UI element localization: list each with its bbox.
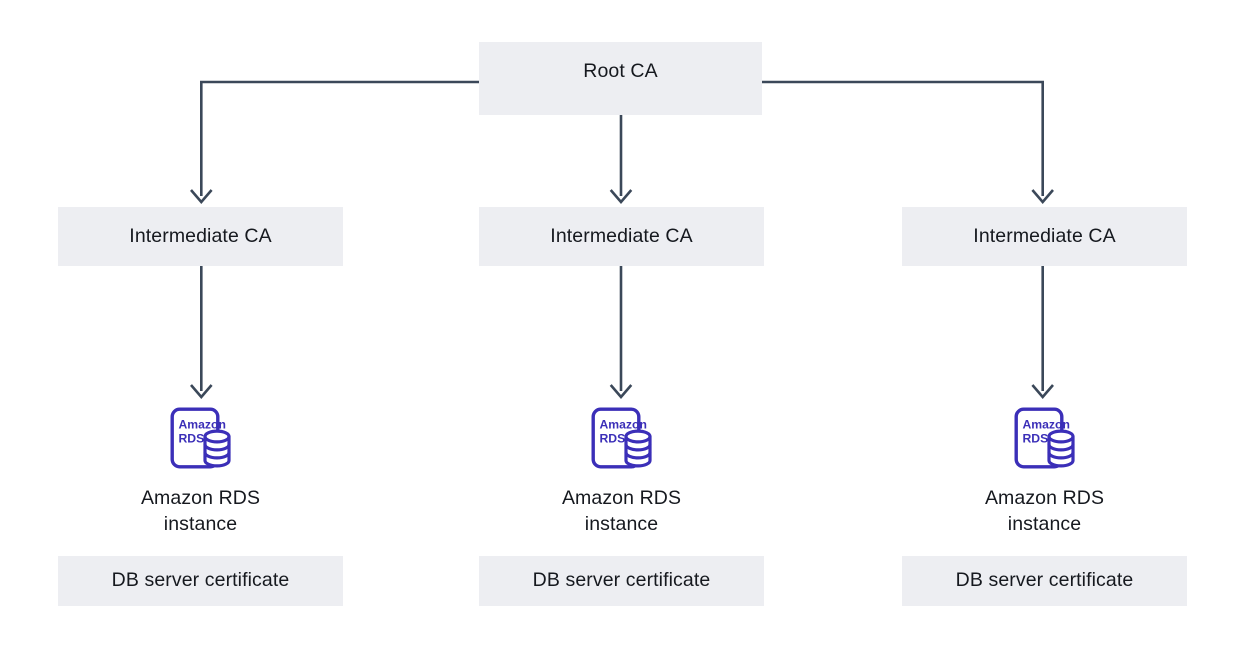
arrowhead-to-inter3 bbox=[1031, 189, 1054, 204]
rds-caption-line-2: instance bbox=[163, 512, 238, 535]
intermediate-ca-label: Intermediate CA bbox=[550, 224, 693, 247]
node-db-server-certificate-1[interactable]: DB server certificate bbox=[58, 556, 343, 606]
db-server-certificate-label: DB server certificate bbox=[532, 569, 711, 592]
rds-instance-group-1: Amazon RDS Amazon RDS instance bbox=[58, 406, 343, 537]
node-root-ca[interactable]: Root CA bbox=[479, 42, 762, 115]
node-db-server-certificate-3[interactable]: DB server certificate bbox=[902, 556, 1187, 606]
database-cylinder-icon bbox=[623, 429, 652, 468]
amazon-rds-icon: Amazon RDS bbox=[1014, 407, 1075, 469]
rds-icon-text-rds: RDS bbox=[178, 432, 204, 446]
intermediate-ca-label: Intermediate CA bbox=[129, 224, 272, 247]
arrowhead-to-rds1 bbox=[190, 384, 213, 399]
rds-instance-caption-3: Amazon RDS instance bbox=[985, 486, 1104, 537]
rds-caption-line-2: instance bbox=[584, 512, 659, 535]
arrowhead-to-rds3 bbox=[1031, 384, 1054, 399]
rds-instance-group-3: Amazon RDS Amazon RDS instance bbox=[902, 406, 1187, 537]
rds-instance-caption-1: Amazon RDS instance bbox=[141, 486, 260, 537]
rds-caption-line-1: Amazon RDS bbox=[140, 487, 261, 509]
node-intermediate-ca-3[interactable]: Intermediate CA bbox=[902, 207, 1187, 266]
rds-instance-caption-2: Amazon RDS instance bbox=[562, 486, 681, 537]
rds-icon-text-rds: RDS bbox=[1022, 432, 1048, 446]
rds-icon-text-rds: RDS bbox=[599, 432, 625, 446]
node-intermediate-ca-1[interactable]: Intermediate CA bbox=[58, 207, 343, 266]
node-db-server-certificate-2[interactable]: DB server certificate bbox=[479, 556, 764, 606]
database-cylinder-icon bbox=[202, 429, 231, 468]
arrowhead-to-inter1 bbox=[190, 189, 213, 204]
amazon-rds-icon: Amazon RDS bbox=[170, 407, 231, 469]
rds-caption-line-1: Amazon RDS bbox=[561, 487, 682, 509]
arrowhead-to-rds2 bbox=[609, 384, 633, 399]
root-ca-label: Root CA bbox=[583, 60, 658, 82]
rds-caption-line-2: instance bbox=[1007, 512, 1082, 535]
rds-icon-text-amazon: Amazon bbox=[599, 418, 646, 432]
rds-icon-text-amazon: Amazon bbox=[178, 418, 225, 432]
rds-icon-text-amazon: Amazon bbox=[1022, 418, 1069, 432]
rds-caption-line-1: Amazon RDS bbox=[984, 487, 1105, 509]
rds-instance-group-2: Amazon RDS Amazon RDS instance bbox=[479, 406, 764, 537]
arrowhead-to-inter2 bbox=[609, 189, 633, 204]
database-cylinder-icon bbox=[1046, 429, 1075, 468]
amazon-rds-icon: Amazon RDS bbox=[591, 407, 652, 469]
node-intermediate-ca-2[interactable]: Intermediate CA bbox=[479, 207, 764, 266]
db-server-certificate-label: DB server certificate bbox=[955, 569, 1134, 592]
db-server-certificate-label: DB server certificate bbox=[111, 569, 290, 592]
intermediate-ca-label: Intermediate CA bbox=[973, 224, 1116, 247]
